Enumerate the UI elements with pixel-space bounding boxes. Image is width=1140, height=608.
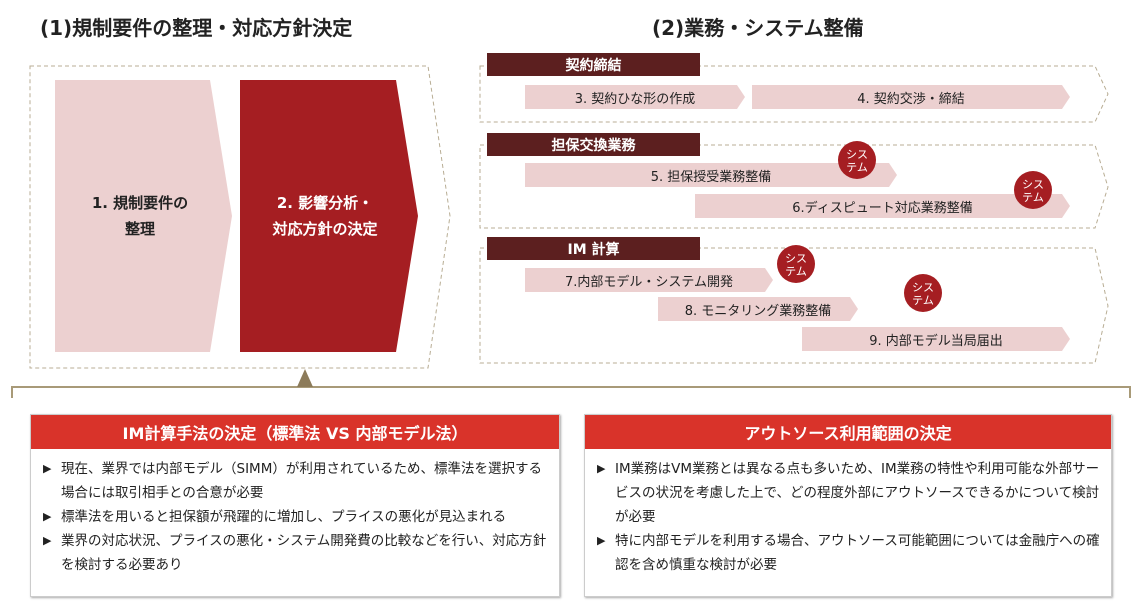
section1-title: (1)規制要件の整理・対応方針決定: [40, 16, 353, 40]
system-badge: システム: [1014, 171, 1052, 209]
task-5: 5. 担保授受業務整備: [525, 163, 897, 187]
phase1-dashed-chevron: [29, 65, 451, 369]
task-8: 8. モニタリング業務整備: [658, 297, 858, 321]
bullet-triangle-icon: ▶: [43, 510, 52, 523]
bullet-triangle-icon: ▶: [597, 462, 606, 475]
outsource-header: アウトソース利用範囲の決定: [585, 415, 1111, 449]
task-3: 3. 契約ひな形の作成: [525, 85, 745, 109]
bullet-triangle-icon: ▶: [597, 534, 606, 547]
step1-line2: 整理: [124, 220, 155, 238]
task-6: 6.ディスピュート対応業務整備: [695, 194, 1070, 218]
step2-chevron: [240, 80, 418, 352]
group-header-im: IM 計算: [487, 237, 700, 260]
outsource-box: アウトソース利用範囲の決定 ▶IM業務はVM業務とは異なる点も多いため、IM業務…: [584, 414, 1112, 597]
step2-line1: 2. 影響分析・: [276, 194, 374, 212]
system-badge: システム: [904, 274, 942, 312]
task-7: 7.内部モデル・システム開発: [525, 268, 773, 292]
system-badge: システム: [838, 141, 876, 179]
bullet-triangle-icon: ▶: [43, 462, 52, 475]
bullet-triangle-icon: ▶: [43, 534, 52, 547]
bullet-item: ▶標準法を用いると担保額が飛躍的に増加し、プライスの悪化が見込まれる: [41, 505, 549, 529]
section2-title: (2)業務・システム整備: [652, 16, 864, 40]
im-method-header: IM計算手法の決定（標準法 VS 内部モデル法）: [31, 415, 559, 449]
group1-dashed-chevron: [479, 65, 1109, 123]
step1-line1: 1. 規制要件の: [91, 194, 189, 212]
bullet-item: ▶特に内部モデルを利用する場合、アウトソース可能範囲については金融庁への確認を含…: [595, 529, 1101, 577]
system-badge: システム: [777, 245, 815, 283]
bracket-pointer: [297, 369, 313, 387]
im-method-box: IM計算手法の決定（標準法 VS 内部モデル法） ▶現在、業界では内部モデル（S…: [30, 414, 560, 597]
step2-label: 2. 影響分析・対応方針の決定: [240, 80, 410, 352]
step1-chevron: [55, 80, 232, 352]
bullet-item: ▶現在、業界では内部モデル（SIMM）が利用されているため、標準法を選択する場合…: [41, 457, 549, 505]
group2-dashed-chevron: [479, 144, 1109, 229]
group3-dashed-chevron: [479, 247, 1109, 364]
group-header-collateral: 担保交換業務: [487, 133, 700, 156]
group-header-contract: 契約締結: [487, 53, 700, 76]
step1-label: 1. 規制要件の整理: [55, 80, 225, 352]
bullet-item: ▶IM業務はVM業務とは異なる点も多いため、IM業務の特性や利用可能な外部サービ…: [595, 457, 1101, 529]
task-4: 4. 契約交渉・締結: [752, 85, 1070, 109]
task-9: 9. 内部モデル当局届出: [802, 327, 1070, 351]
bracket-line: [11, 386, 1131, 398]
step2-line2: 対応方針の決定: [272, 220, 378, 238]
bullet-item: ▶業界の対応状況、プライスの悪化・システム開発費の比較などを行い、対応方針を検討…: [41, 529, 549, 577]
